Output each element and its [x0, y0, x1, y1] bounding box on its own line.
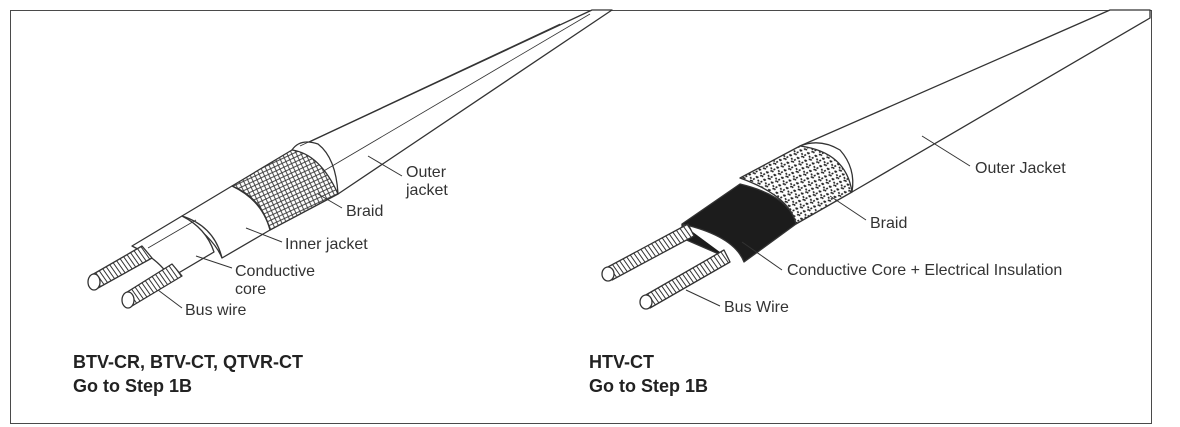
- left-conductive-core-label: Conductive core: [235, 263, 315, 299]
- right-core-insulation-label: Conductive Core + Electrical Insulation: [787, 262, 1063, 279]
- right-braid: [739, 145, 853, 225]
- figure-frame: [10, 10, 1152, 424]
- right-caption: HTV-CT Go to Step 1B: [589, 350, 708, 398]
- right-bus-wire-label: Bus Wire: [724, 299, 789, 316]
- left-caption-step: Go to Step 1B: [73, 376, 193, 396]
- left-outer-jacket-label: Outer jacket: [406, 164, 448, 200]
- left-cable: [87, 9, 613, 309]
- right-caption-product-name: HTV-CT: [589, 352, 654, 372]
- right-bus-wires: [601, 223, 731, 310]
- right-caption-step: Go to Step 1B: [589, 376, 709, 396]
- left-outer-jacket-label-line1: Outer: [406, 164, 447, 181]
- left-caption: BTV-CR, BTV-CT, QTVR-CT Go to Step 1B: [73, 350, 303, 398]
- right-outer-jacket-label: Outer Jacket: [975, 160, 1066, 177]
- left-braid-label: Braid: [346, 203, 384, 220]
- right-braid-label: Braid: [870, 215, 908, 232]
- right-leader-lines: [685, 135, 971, 307]
- left-caption-product-names: BTV-CR, BTV-CT, QTVR-CT: [73, 352, 303, 372]
- right-cable: [601, 9, 1151, 310]
- left-leader-lines: [157, 155, 403, 309]
- left-outer-jacket-label-line2: jacket: [406, 182, 448, 199]
- left-outer-jacket: [291, 9, 613, 195]
- left-inner-jacket-label: Inner jacket: [285, 236, 368, 253]
- left-bus-wire-label: Bus wire: [185, 302, 247, 319]
- left-bus-wires: [87, 245, 183, 309]
- left-conductive-core-label-line1: Conductive: [235, 263, 316, 280]
- left-conductive-core-label-line2: core: [235, 281, 267, 298]
